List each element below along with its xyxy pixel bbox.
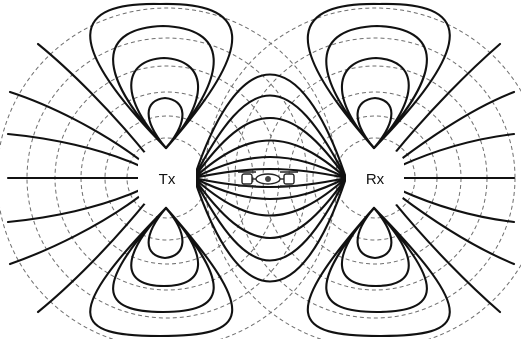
rx-bottom-loop-1: [306, 206, 451, 338]
tx-equipotential-ring-2: [104, 115, 230, 241]
tx-equipotential-ring-1: [126, 137, 208, 219]
rx-equipotential-ring-6: [204, 7, 521, 339]
tx-top-loop-3: [130, 56, 200, 150]
rx-ray-2: [398, 132, 516, 168]
rx-top-loop-4: [356, 96, 393, 150]
field-line-lens-4: [192, 176, 348, 240]
rx-ray-3: [392, 42, 502, 156]
tx-ray-2: [6, 132, 142, 168]
rx-node: Rx: [346, 150, 404, 206]
field-line-outer-bottom: [192, 176, 348, 283]
tx-ray-1: [8, 90, 142, 162]
rx-ray-1: [398, 90, 516, 162]
tx-node: Tx: [138, 150, 196, 206]
rx-ray-6: [392, 200, 502, 314]
field-line-lens-2: [192, 176, 348, 262]
tx-label: Tx: [159, 171, 176, 188]
tx-ray-5: [6, 188, 142, 224]
field-line-lens-5: [192, 139, 348, 180]
tx-bottom-loop-3: [130, 206, 200, 288]
field-lines: [6, 2, 516, 338]
tx-equipotential-ring-6: [0, 7, 338, 339]
tx-bottom-loop-2: [112, 206, 215, 314]
rx-top-loop-1: [306, 2, 451, 150]
field-line-lens-1: [192, 94, 348, 180]
tx-ray-4: [8, 194, 142, 266]
field-line-lens-9: [192, 168, 348, 180]
rx-bottom-loop-4: [356, 206, 393, 260]
rx-ray-4: [398, 194, 516, 266]
tx-bottom-loop-1: [89, 206, 234, 338]
drone-icon: [238, 171, 298, 187]
field-line-lens-10: [192, 176, 348, 188]
tx-top-loop-1: [89, 2, 234, 150]
tx-bottom-loop-4: [147, 206, 184, 260]
field-line-lens-6: [192, 176, 348, 217]
tx-top-loop-4: [147, 96, 184, 150]
rx-top-loop-3: [340, 56, 410, 150]
tx-top-loop-2: [112, 24, 215, 150]
field-line-lens-8: [192, 176, 348, 200]
rx-bottom-loop-2: [325, 206, 428, 314]
rx-top-loop-2: [325, 24, 428, 150]
rx-ray-5: [398, 188, 516, 224]
tx-ray-6: [36, 200, 148, 314]
rx-label: Rx: [366, 171, 385, 188]
rx-bottom-loop-3: [340, 206, 410, 288]
field-line-lens-3: [192, 116, 348, 180]
field-line-outer-top: [192, 73, 348, 180]
tx-equipotential-ring-5: [26, 37, 308, 319]
field-line-lens-7: [192, 156, 348, 180]
tx-ray-3: [36, 42, 148, 156]
